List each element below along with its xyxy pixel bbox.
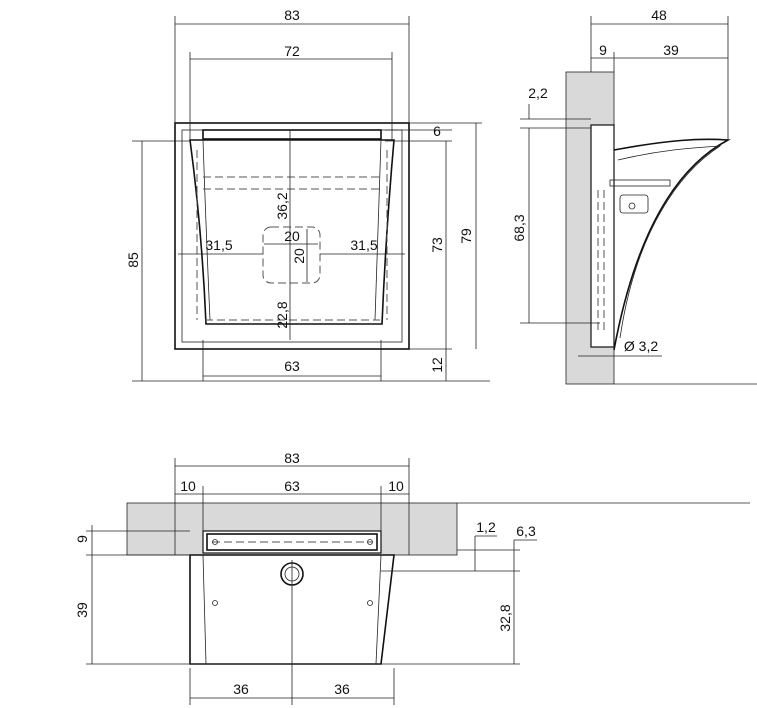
dim-side-wall-depth: 9	[599, 42, 607, 58]
dim-bottom-half-left: 36	[233, 681, 249, 697]
side-shelf-inner-curve	[617, 145, 722, 339]
dim-side-total-depth: 48	[651, 7, 667, 23]
dim-front-outer-width: 83	[284, 7, 300, 23]
bottom-view: 83 10 63 10 9 39 1,2 6,3 32,8 36 36	[74, 450, 750, 705]
dim-front-outer-height: 85	[125, 252, 141, 268]
side-drain-flange	[609, 179, 671, 187]
dim-bottom-height-32-8: 32,8	[497, 604, 513, 631]
side-drain-screw	[628, 202, 636, 210]
dim-bottom-lower-height: 39	[74, 602, 90, 618]
dim-side-diameter: Ø 3,2	[624, 338, 658, 354]
bottom-screw	[212, 600, 218, 606]
dim-drain-from-right: 31,5	[350, 237, 377, 253]
side-view: 48 9 39 2,2 68,3 Ø 3,2	[511, 7, 757, 385]
dim-drain-from-bottom: 22,8	[274, 301, 290, 328]
front-outer-frame	[174, 122, 410, 350]
dim-bottom-center-width: 63	[284, 478, 300, 494]
front-top-bar	[202, 129, 382, 140]
dim-bottom-offset-1-2: 1,2	[476, 519, 496, 535]
bottom-frame	[206, 533, 378, 551]
dim-drain-width: 20	[284, 228, 300, 244]
bottom-screw	[212, 539, 218, 545]
front-drain-outline	[262, 226, 321, 284]
bottom-screw	[367, 600, 373, 606]
dim-front-inner-width: 72	[284, 43, 300, 59]
dim-front-bottom-width: 63	[284, 358, 300, 374]
bottom-screw	[367, 539, 373, 545]
dim-drain-height: 20	[291, 248, 307, 264]
bottom-shelf-inner-lines	[202, 554, 382, 665]
front-shelf-inner-lines	[202, 139, 382, 321]
dim-drain-from-top: 36,2	[274, 192, 290, 219]
side-shelf-curve	[613, 138, 731, 351]
dim-side-height: 68,3	[511, 214, 527, 241]
dim-bottom-overall-width: 83	[284, 450, 300, 466]
side-recess-box	[590, 124, 615, 348]
side-drain-trap	[619, 194, 649, 214]
dim-side-top-gap: 2,2	[528, 85, 548, 101]
dim-front-height-73: 73	[429, 237, 445, 253]
front-view: 83 72 85 6 73 79 12 63 31,5 31,5	[125, 7, 490, 382]
dim-bottom-half-right: 36	[334, 681, 350, 697]
dim-bottom-wall-thickness: 9	[74, 535, 90, 543]
dim-front-bottom-offset: 12	[429, 357, 445, 373]
dim-front-height-79: 79	[458, 228, 474, 244]
dim-bottom-right-margin: 10	[388, 478, 404, 494]
dim-drain-from-left: 31,5	[205, 237, 232, 253]
dim-bottom-offset-6-3: 6,3	[516, 523, 536, 539]
dim-side-projection: 39	[663, 42, 679, 58]
dim-front-top-offset: 6	[433, 123, 441, 139]
dim-bottom-left-margin: 10	[180, 478, 196, 494]
